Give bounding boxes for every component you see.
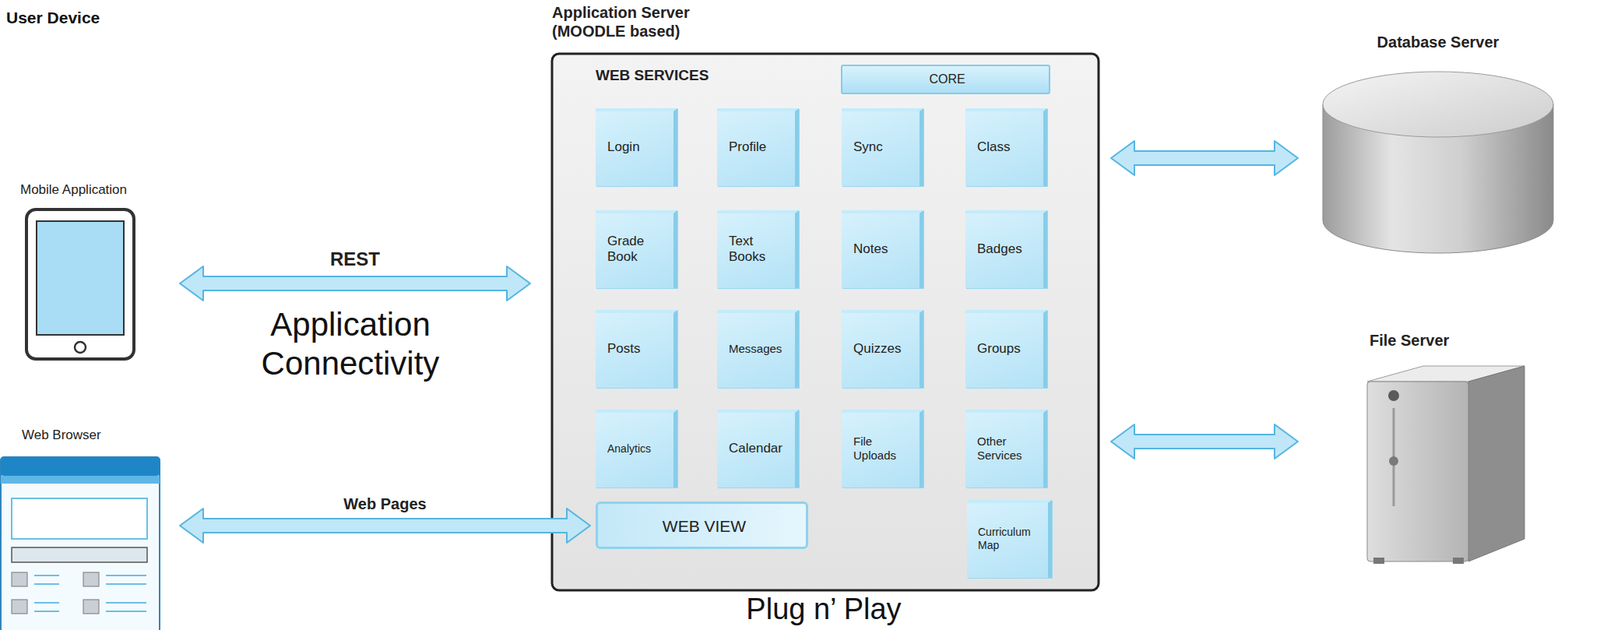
database-server: Database Server [1322,32,1554,255]
service-box: Groups [965,309,1048,388]
box-label: Badges [977,241,1023,257]
tablet-icon [26,209,134,359]
file-server: File Server [1354,330,1534,563]
box-label: Calendar [728,440,783,457]
box-label: Sync [853,139,883,155]
annotation: Application Connectivity [233,305,468,384]
box-label: Grade Book [607,233,658,266]
box-label: Login [607,139,640,155]
server-label: Database Server [1322,32,1554,52]
service-box: Text Books [717,210,799,289]
server-label: File Server [1369,330,1449,350]
service-box: Sync [841,108,924,187]
application-server: Application Server (MOODLE based)WEB SER… [551,52,1100,591]
box-label: WEB VIEW [597,516,811,536]
box-label: Profile [728,139,767,155]
service-box: Quizzes [841,309,924,388]
server-panel [552,53,1099,591]
browser-icon [0,457,160,630]
device-label: Mobile Application [20,182,127,198]
box-label: Analytics [607,442,651,456]
edge-label: Web Pages [343,494,426,514]
section-heading: WEB SERVICES [595,66,709,85]
core-box: CORE [840,64,1051,95]
box-label: File Uploads [853,434,904,463]
box-label: Groups [977,341,1021,357]
double-arrow [1111,424,1298,459]
service-box: Login [595,108,678,187]
box-label: Quizzes [853,341,901,357]
device-label: Web Browser [21,427,102,444]
service-box: Analytics [595,409,678,488]
service-box: Grade Book [595,210,678,289]
double-arrow [179,508,591,543]
file-server-tower [1367,365,1525,564]
service-box: Posts [595,309,678,388]
service-box: Class [965,108,1048,187]
group-label: User Device [6,7,100,28]
box-label: CORE [842,71,1052,87]
database-cylinder [1322,71,1554,254]
mobile-device: Mobile Application [20,182,157,360]
box-label: Text Books [728,233,779,266]
service-box: File Uploads [841,409,924,488]
annotation: Plug n’ Play [714,591,933,628]
service-box: Profile [717,108,799,187]
box-label: Other Services [977,434,1029,463]
double-arrow [1111,140,1298,176]
service-box: Other Services [965,409,1048,488]
server-title: Application Server (MOODLE based) [552,3,739,41]
web-view-box: WEB VIEW [595,501,809,549]
service-box: Calendar [717,409,799,488]
box-label: Notes [853,241,888,257]
edge-label: REST [330,248,380,271]
double-arrow [179,266,531,301]
service-box: Badges [965,210,1048,289]
service-box: Notes [841,210,924,289]
box-label: Curriculum Map [977,525,1036,553]
box-label: Posts [607,341,641,357]
service-box: Messages [717,309,799,388]
web-browser: Web Browser [0,427,161,630]
box-label: Class [977,139,1011,155]
service-box: Curriculum Map [967,499,1052,578]
box-label: Messages [728,341,782,356]
